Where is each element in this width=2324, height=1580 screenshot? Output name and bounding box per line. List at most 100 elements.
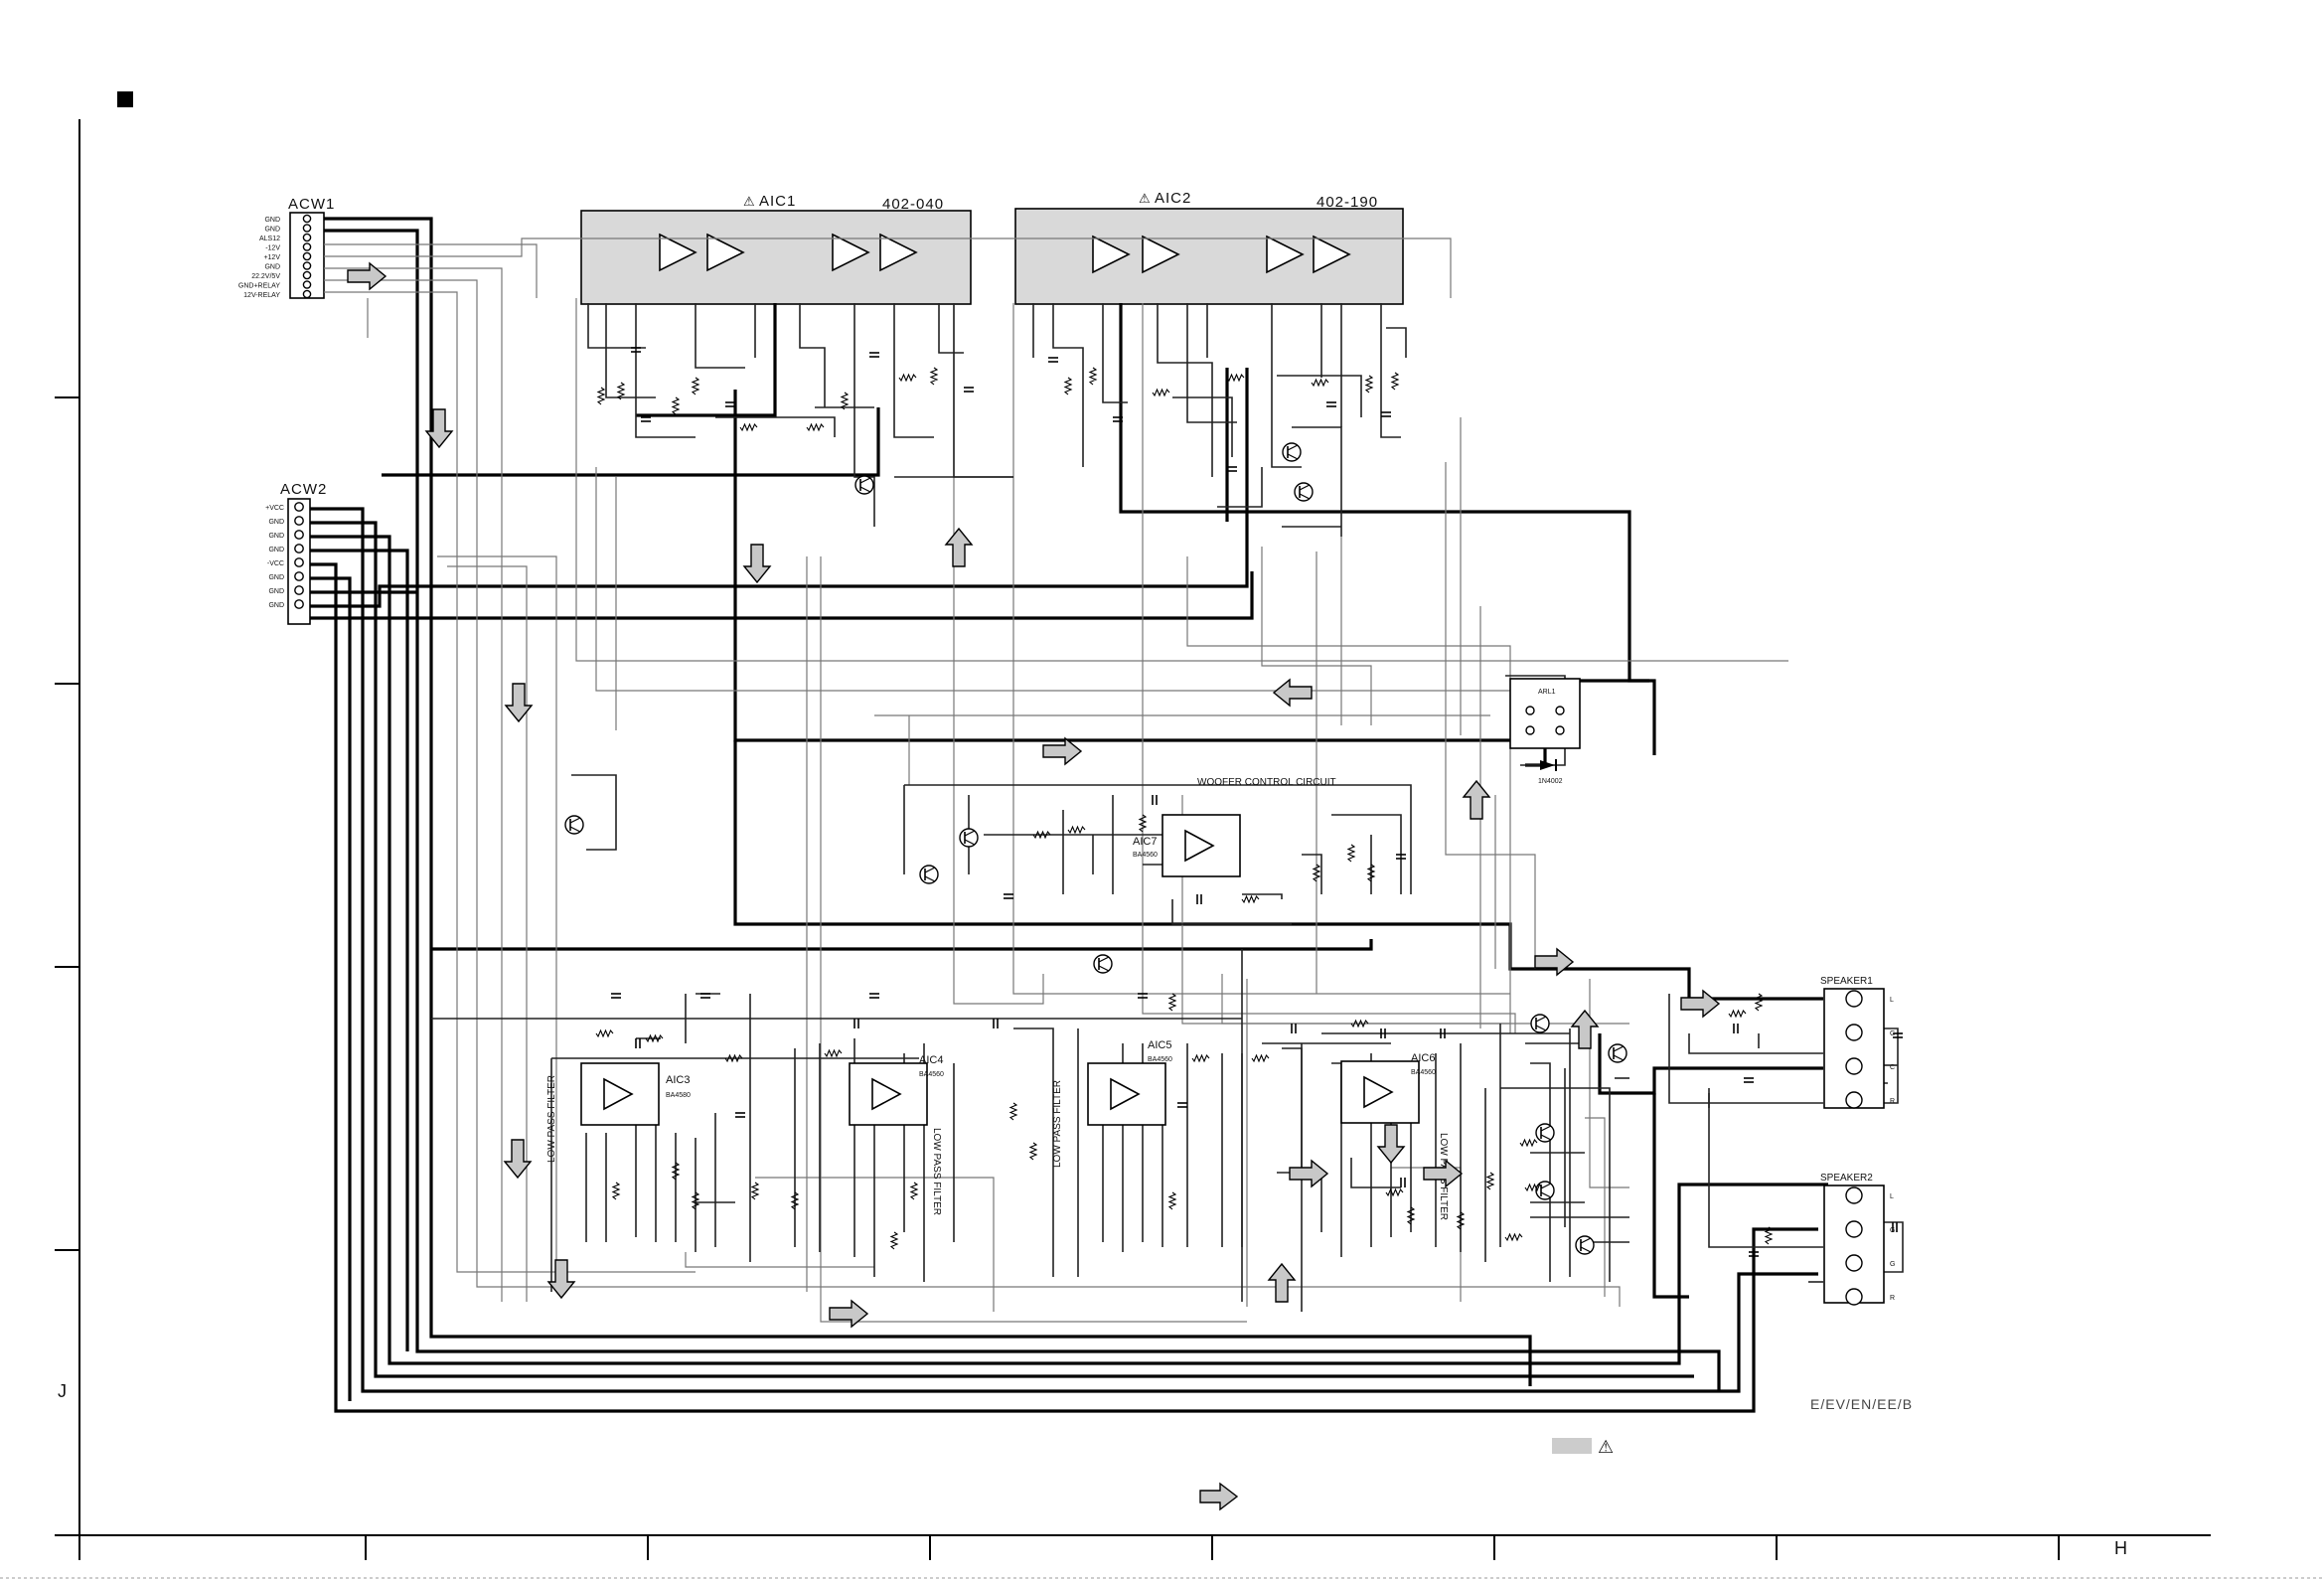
- resistor: [611, 1182, 621, 1200]
- capacitor: [611, 993, 621, 999]
- acw1-pin-name: +12V: [263, 254, 280, 261]
- resistor: [691, 377, 700, 395]
- resistor: [1519, 1138, 1538, 1148]
- flow-arrow-up: [1267, 1262, 1297, 1303]
- acw2-pin: [294, 502, 304, 512]
- capacitor: [993, 1019, 999, 1028]
- resistor: [1504, 1232, 1523, 1242]
- speaker1-label: SPEAKER1: [1820, 976, 1873, 987]
- resistor: [1764, 1226, 1774, 1245]
- ic-block-aic2: ⚠ AIC2 402-190: [1014, 190, 1404, 305]
- capacitor: [1291, 1024, 1297, 1033]
- resistor: [889, 1231, 899, 1250]
- transistor: [1093, 954, 1113, 974]
- capacitor: [1380, 1028, 1386, 1038]
- acw1-pin-name: 22.2V/5V: [251, 273, 280, 280]
- opamp-aic4: AIC4 BA4560: [849, 1054, 944, 1126]
- aic6-label: AIC6: [1411, 1052, 1435, 1064]
- acw2-pin-name: GND: [268, 547, 284, 553]
- resistor: [616, 382, 626, 400]
- flow-arrow-right: [1534, 947, 1575, 977]
- flow-arrow-down: [1376, 1124, 1406, 1165]
- connector-acw1: ACW1 GNDGNDALS12-12V+12VGND22.2V/5VGND+R…: [238, 196, 334, 299]
- resistor: [691, 1191, 700, 1210]
- speaker2-pin: [1845, 1288, 1863, 1306]
- resistor: [1524, 1183, 1543, 1192]
- resistor: [1456, 1211, 1466, 1230]
- capacitor: [1749, 1251, 1759, 1257]
- diode-label: 1N4002: [1538, 778, 1563, 785]
- resistor: [1350, 1019, 1369, 1028]
- transistors: [564, 442, 1627, 1255]
- speaker2-pin: [1845, 1186, 1863, 1204]
- resistor: [1311, 378, 1329, 388]
- capacitor: [735, 1112, 745, 1118]
- speaker1-pin: [1845, 1057, 1863, 1075]
- resistor: [840, 392, 850, 410]
- speaker1-pin: [1845, 990, 1863, 1008]
- capacitor: [964, 387, 974, 393]
- resistor: [806, 422, 825, 432]
- flow-arrow-right: [347, 261, 387, 291]
- resistor: [750, 1182, 760, 1200]
- speaker2-label: SPEAKER2: [1820, 1173, 1873, 1184]
- flow-arrow-down: [424, 408, 454, 449]
- aic2-code: 402-190: [1317, 194, 1378, 211]
- flow-arrow-right: [1289, 1159, 1329, 1188]
- acw1-pin-name: GND: [264, 227, 280, 234]
- capacitor: [700, 993, 710, 999]
- arl1-label: ARL1: [1538, 689, 1556, 696]
- flow-arrow-right: [829, 1299, 869, 1329]
- speaker2-pin-name: G: [1890, 1261, 1895, 1268]
- transistor: [1535, 1181, 1555, 1200]
- resistor: [671, 396, 681, 415]
- aic3-part: BA4580: [666, 1092, 691, 1099]
- flow-arrow-left: [1272, 678, 1313, 708]
- capacitor: [1381, 411, 1391, 417]
- aic2-warning-icon: ⚠: [1139, 191, 1151, 206]
- resistor: [1754, 993, 1764, 1012]
- speaker2-pin: [1845, 1254, 1863, 1272]
- resistor: [790, 1191, 800, 1210]
- resistor: [824, 1048, 843, 1058]
- flow-arrow-right: [1680, 989, 1721, 1019]
- speaker1-pin-name: G: [1890, 1030, 1895, 1037]
- speaker2-pin-name: R: [1890, 1295, 1895, 1302]
- resistor: [1251, 1053, 1270, 1063]
- resistor: [1088, 367, 1098, 386]
- acw1-pin: [302, 251, 312, 261]
- capacitor: [853, 1019, 859, 1028]
- capacitor: [1440, 1028, 1446, 1038]
- capacitor: [1733, 1024, 1739, 1033]
- ic-block-aic1: ⚠ AIC1 402-040: [580, 193, 972, 305]
- transistor: [1608, 1043, 1627, 1063]
- lpf-caption-3: LOW PASS FILTER: [1052, 1080, 1063, 1168]
- resistor: [1241, 894, 1260, 904]
- speaker1-pin: [1845, 1024, 1863, 1041]
- transistor: [959, 828, 979, 848]
- left-margin-mark: J: [58, 1381, 68, 1401]
- acw2-pin: [294, 599, 304, 609]
- flow-arrow-right: [1042, 736, 1083, 766]
- resistor: [1063, 377, 1073, 395]
- speaker1-pin-name: R: [1890, 1098, 1895, 1105]
- flow-arrow-up: [1462, 779, 1491, 820]
- aic1-warning-icon: ⚠: [743, 194, 755, 209]
- resistor: [1406, 1206, 1416, 1225]
- legend-shaded-box: [1552, 1438, 1592, 1454]
- capacitor: [1326, 401, 1336, 407]
- transistor: [1282, 442, 1302, 462]
- flow-arrow-down: [503, 1139, 533, 1180]
- aic3-label: AIC3: [666, 1074, 690, 1086]
- aic2-label: AIC2: [1155, 190, 1191, 207]
- resistor: [1191, 1053, 1210, 1063]
- resistor: [1032, 830, 1051, 840]
- capacitor: [1227, 466, 1237, 472]
- opamp-aic6: AIC6 BA4560: [1340, 1052, 1436, 1124]
- acw2-pin-name: -VCC: [267, 560, 284, 567]
- acw2-pin: [294, 516, 304, 526]
- capacitor: [1152, 795, 1158, 805]
- capacitor: [869, 352, 879, 358]
